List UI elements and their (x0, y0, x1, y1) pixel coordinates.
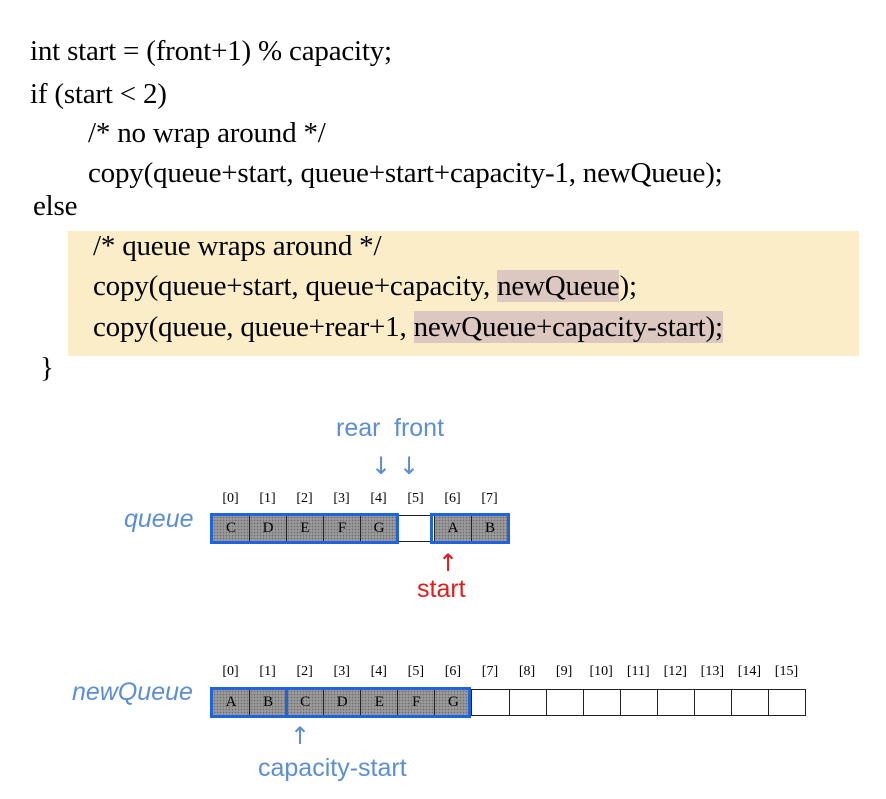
newqueue-index: [8] (518, 664, 536, 679)
capacity-start-label: capacity-start (258, 754, 407, 782)
queue-cell (397, 515, 435, 542)
queue-index: [4] (370, 491, 387, 506)
newqueue-index: [4] (370, 664, 387, 679)
newqueue-cell: A (212, 689, 251, 716)
newqueue-index: [9] (555, 664, 573, 679)
newqueue-label: newQueue (72, 678, 193, 706)
newqueue-cell (730, 689, 769, 716)
queue-index: [3] (333, 491, 350, 506)
newqueue-index: [6] (444, 664, 462, 679)
code-line-6: /* queue wraps around */ (93, 230, 382, 262)
newqueue-index: [2] (296, 664, 313, 679)
newqueue-cell: E (360, 689, 399, 716)
code-line-1: int start = (front+1) % capacity; (30, 35, 392, 67)
newqueue-cell (582, 689, 621, 716)
newqueue-index: [0] (222, 664, 239, 679)
newqueue-index: [5] (407, 664, 424, 679)
queue-cell: F (323, 515, 361, 542)
queue-cell: B (471, 515, 509, 542)
code-line-7-highlight: newQueue (497, 270, 620, 302)
queue-index-row: [0] [1] [2] [3] [4] [5] [6] [7] (212, 490, 508, 508)
newqueue-cell (767, 689, 806, 716)
code-line-8-highlight: newQueue+capacity-start); (413, 311, 723, 343)
newqueue-index: [10] (589, 664, 613, 679)
code-line-9: } (40, 352, 54, 384)
newqueue-cell: G (434, 689, 473, 716)
newqueue-index: [3] (333, 664, 350, 679)
code-line-7: copy(queue+start, queue+capacity, newQue… (93, 268, 637, 304)
queue-index: [0] (222, 491, 239, 506)
newqueue-index: [14] (737, 664, 762, 679)
newqueue-cell (619, 689, 658, 716)
newqueue-index: [13] (700, 664, 724, 679)
newqueue-cell (471, 689, 510, 716)
code-line-4: copy(queue+start, queue+start+capacity-1… (88, 157, 723, 189)
start-arrow-icon: ↑ (438, 549, 459, 577)
code-line-7-c: ); (619, 270, 637, 302)
queue-index: [1] (259, 491, 276, 506)
newqueue-index-row: [0] [1] [2] [3] [4] [5] [6] [7] [8] [9] [10] [11] [1… (212, 663, 805, 681)
newqueue-cell (508, 689, 547, 716)
newqueue-index: [11] (626, 664, 650, 679)
queue-index: [5] (407, 491, 424, 506)
code-line-2: if (start < 2) (30, 78, 167, 110)
code-line-3: /* no wrap around */ (88, 117, 326, 149)
code-line-7-a: copy(queue+start, queue+capacity, (93, 270, 498, 302)
queue-cell: A (434, 515, 472, 542)
newqueue-index: [7] (481, 664, 499, 679)
queue-index: [2] (296, 491, 313, 506)
queue-cell: G (360, 515, 398, 542)
front-arrow-icon: ↓ (399, 452, 420, 480)
newqueue-cell: F (397, 689, 436, 716)
newqueue-cell (545, 689, 584, 716)
queue-cell: E (286, 515, 324, 542)
queue-cell: C (212, 515, 250, 542)
newqueue-cell (693, 689, 732, 716)
code-line-8: copy(queue, queue+rear+1, newQueue+capac… (93, 309, 723, 345)
rear-label: rear (336, 414, 381, 442)
capacity-start-arrow-icon: ↑ (290, 722, 311, 750)
newqueue-index: [1] (259, 664, 276, 679)
queue-label: queue (124, 505, 194, 533)
newqueue-cell: B (249, 689, 288, 716)
front-label: front (394, 414, 445, 442)
queue-index: [6] (444, 491, 461, 506)
newqueue-cell (656, 689, 695, 716)
newqueue-cell: D (323, 689, 362, 716)
code-line-5: else (33, 190, 78, 222)
newqueue-cell: C (286, 689, 325, 716)
rear-arrow-icon: ↓ (371, 452, 392, 480)
newqueue-index: [15] (774, 664, 799, 679)
code-line-8-a: copy(queue, queue+rear+1, (93, 311, 414, 343)
start-label: start (417, 575, 466, 603)
queue-index: [7] (481, 491, 498, 506)
queue-cell: D (249, 515, 287, 542)
newqueue-index: [12] (663, 664, 687, 679)
